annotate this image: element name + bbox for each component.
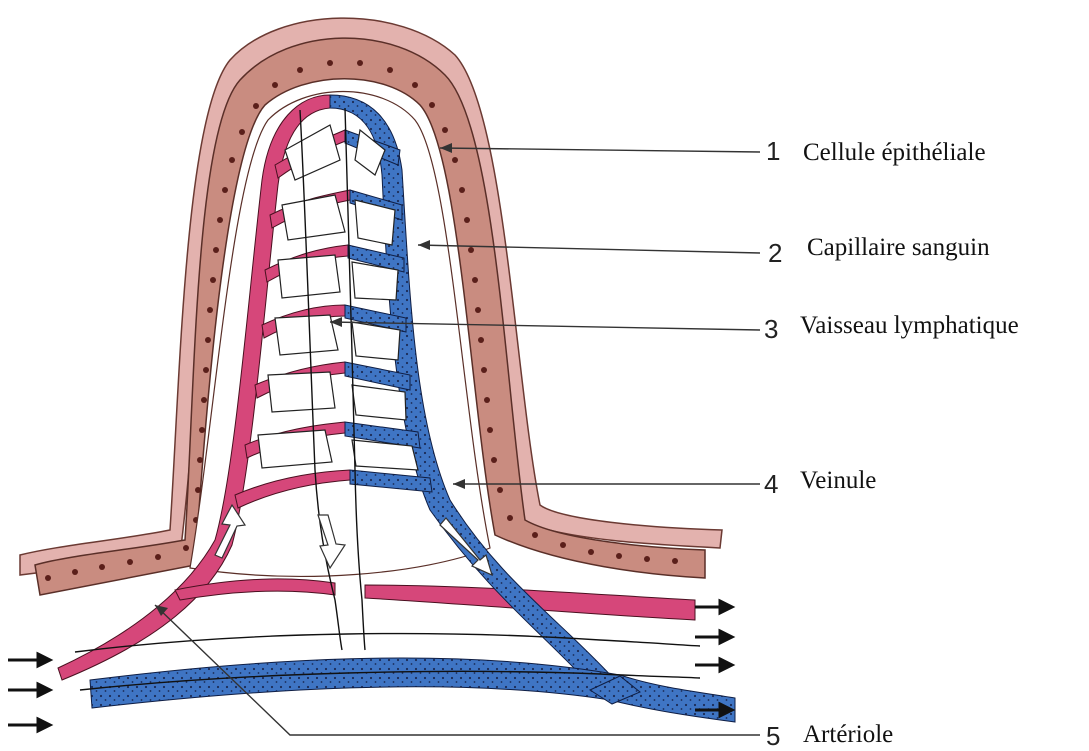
cell-nucleus <box>442 127 448 133</box>
cell-nucleus <box>253 103 259 109</box>
cell-nucleus <box>327 60 333 66</box>
cell-nucleus <box>239 129 245 135</box>
cell-nucleus <box>487 427 493 433</box>
cell-nucleus <box>127 559 133 565</box>
cell-nucleus <box>201 397 207 403</box>
label-4: 4 Veinule <box>764 467 876 499</box>
cell-nucleus <box>459 187 465 193</box>
label-1-text: Cellule épithéliale <box>803 139 986 166</box>
cell-nucleus <box>205 337 211 343</box>
cell-nucleus <box>532 532 538 538</box>
cell-nucleus <box>272 82 278 88</box>
label-1: 1 Cellule épithéliale <box>766 136 986 166</box>
cell-nucleus <box>45 575 51 581</box>
in-arrow-3 <box>8 719 50 731</box>
cell-nucleus <box>412 82 418 88</box>
cell-nucleus <box>222 187 228 193</box>
cell-nucleus <box>484 397 490 403</box>
cell-nucleus <box>497 487 503 493</box>
cell-nucleus <box>672 558 678 564</box>
cell-nucleus <box>72 569 78 575</box>
label-2: 2 Capillaire sanguin <box>768 234 990 268</box>
cell-nucleus <box>197 457 203 463</box>
cell-nucleus <box>213 247 219 253</box>
label-5: 5 Artériole <box>766 721 893 751</box>
cell-nucleus <box>475 307 481 313</box>
cell-nucleus <box>588 549 594 555</box>
cell-nucleus <box>616 553 622 559</box>
cell-nucleus <box>155 554 161 560</box>
label-2-number: 2 <box>768 238 782 268</box>
cell-nucleus <box>195 487 201 493</box>
cell-nucleus <box>491 457 497 463</box>
cell-nucleus <box>99 564 105 570</box>
out-arrow-2 <box>695 631 732 643</box>
cell-nucleus <box>507 515 513 521</box>
cell-nucleus <box>217 217 223 223</box>
cell-nucleus <box>297 67 303 73</box>
cell-nucleus <box>644 556 650 562</box>
cell-nucleus <box>199 427 205 433</box>
cell-nucleus <box>229 157 235 163</box>
label-3-text: Vaisseau lymphatique <box>800 312 1019 339</box>
cell-nucleus <box>472 277 478 283</box>
cell-nucleus <box>207 307 213 313</box>
cell-nucleus <box>452 157 458 163</box>
cell-nucleus <box>429 102 435 108</box>
out-arrow-3 <box>695 659 732 671</box>
label-5-text: Artériole <box>803 721 893 748</box>
in-arrow-2 <box>8 684 50 696</box>
label-5-number: 5 <box>766 721 780 751</box>
cell-nucleus <box>478 337 484 343</box>
cell-nucleus <box>481 367 487 373</box>
label-4-number: 4 <box>764 469 778 499</box>
cell-nucleus <box>468 247 474 253</box>
cell-nucleus <box>357 60 363 66</box>
out-arrow-1 <box>695 601 732 613</box>
cell-nucleus <box>210 277 216 283</box>
cell-nucleus <box>183 545 189 551</box>
label-2-text: Capillaire sanguin <box>807 234 990 261</box>
label-1-number: 1 <box>766 136 780 166</box>
label-4-text: Veinule <box>800 467 876 494</box>
cell-nucleus <box>560 542 566 548</box>
label-3-number: 3 <box>764 314 778 344</box>
cell-nucleus <box>203 367 209 373</box>
cell-nucleus <box>387 67 393 73</box>
cell-nucleus <box>464 217 470 223</box>
label-3: 3 Vaisseau lymphatique <box>764 312 1019 344</box>
in-arrow-1 <box>8 654 50 666</box>
